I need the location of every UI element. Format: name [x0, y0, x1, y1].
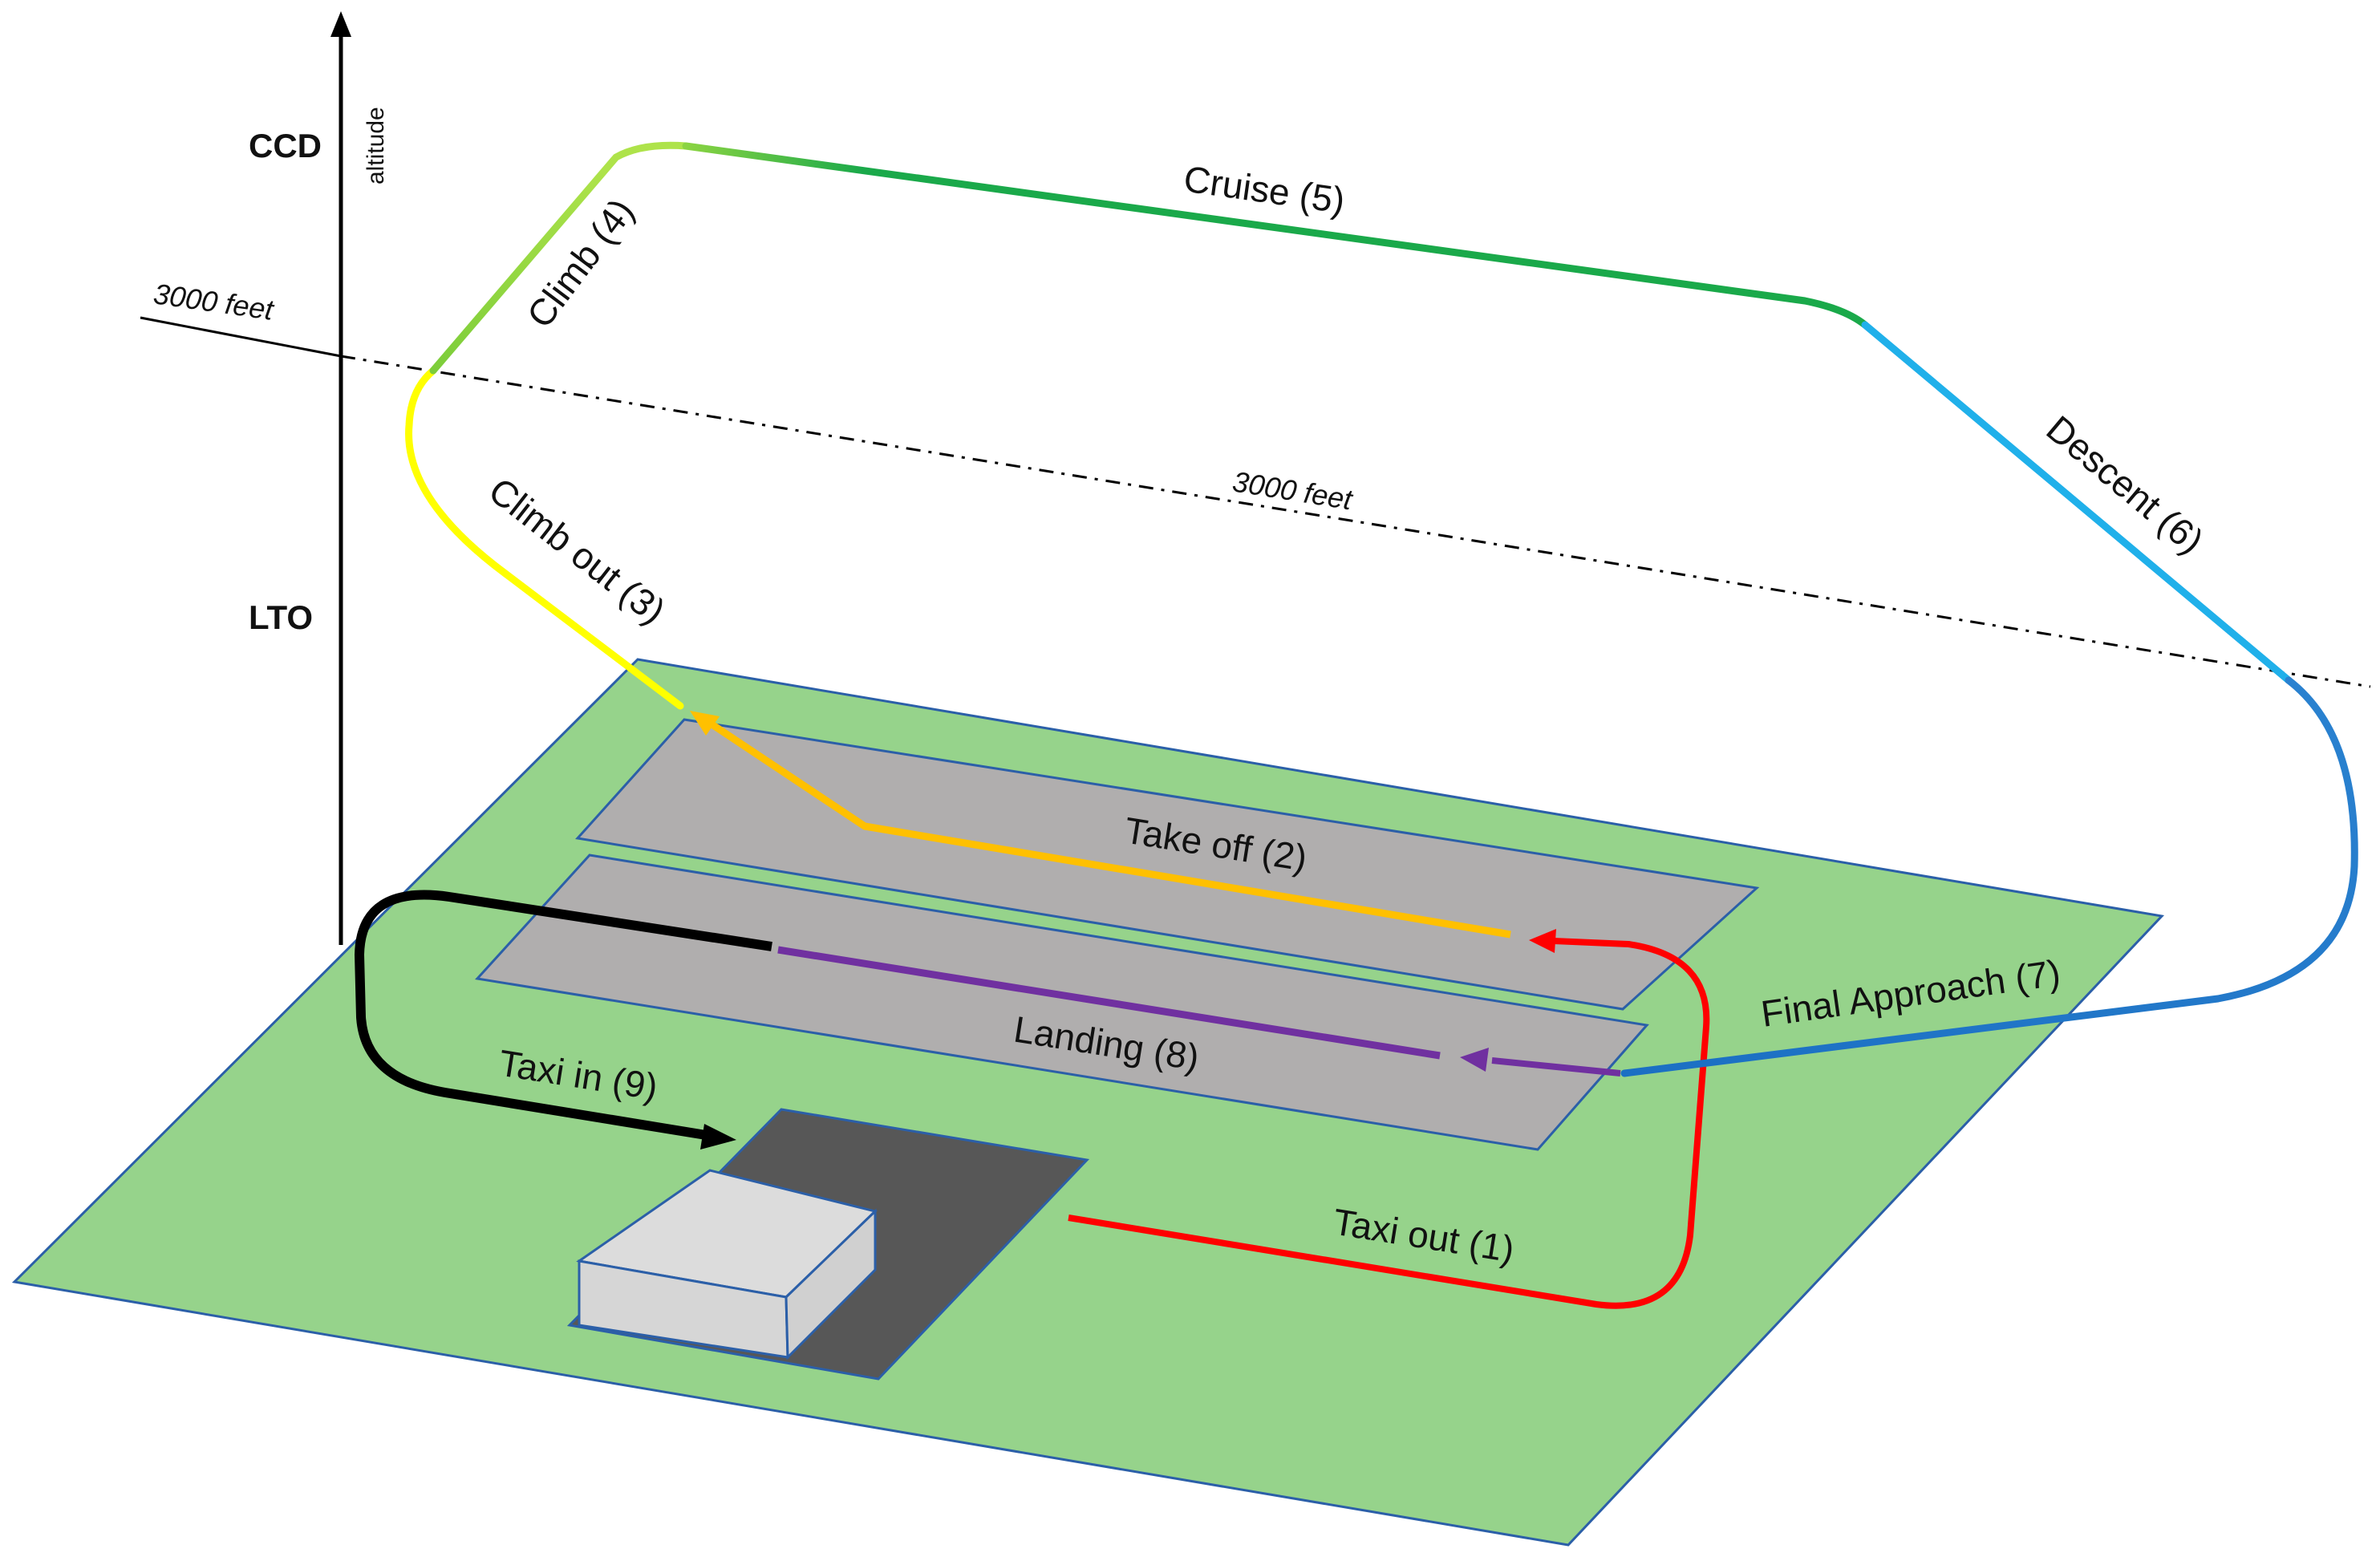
threshold-left-label: 3000 feet	[152, 277, 277, 326]
descent-path	[1861, 321, 2293, 684]
take-off-path	[708, 720, 1511, 939]
final-approach-path	[1620, 676, 2358, 1077]
landing-runway	[475, 854, 1649, 1151]
ccd-label: CCD	[249, 127, 322, 164]
cruise-label: Cruise (5)	[1182, 157, 1348, 221]
landing-approach-segment	[1491, 1057, 1621, 1077]
threshold-line-solid	[140, 316, 342, 358]
terminal-building-side	[785, 1208, 877, 1360]
landing-path	[777, 946, 1441, 1060]
take-off-arrowhead	[690, 711, 720, 736]
takeoff-runway	[575, 718, 1760, 1011]
threshold-center-label: 3000 feet	[1231, 464, 1356, 516]
climb-path	[429, 141, 690, 375]
altitude-axis-label: altitude	[363, 107, 389, 184]
climb-out-path	[405, 367, 684, 710]
climb-label: Climb (4)	[518, 191, 642, 335]
landing-arrowhead	[1460, 1048, 1489, 1072]
taxi-in-arrowhead	[700, 1124, 736, 1150]
taxi-in-path	[355, 890, 772, 1140]
taxi-out-arrowhead	[1529, 929, 1556, 953]
climb-out-label: Climb out (3)	[481, 469, 673, 632]
cruise-path	[682, 142, 1869, 329]
taxi-out-path	[1068, 938, 1710, 1309]
threshold-line-dashdot	[340, 355, 2371, 688]
lto-label: LTO	[249, 598, 313, 636]
altitude-axis-arrowhead	[330, 11, 351, 37]
